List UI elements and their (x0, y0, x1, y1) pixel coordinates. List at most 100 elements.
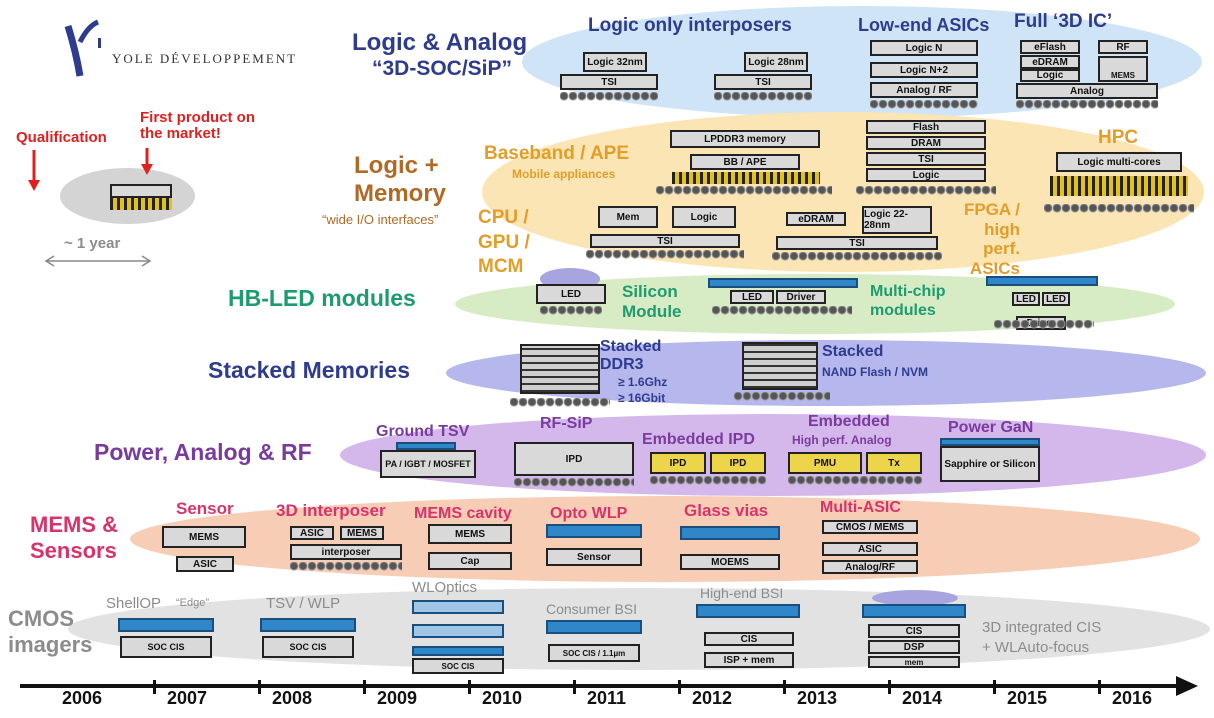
first-product-arrow-icon (141, 148, 153, 175)
power-title: Power, Analog & RF (94, 439, 312, 465)
legend-tsv (110, 198, 172, 210)
logic-memory-subtitle: “wide I/O interfaces” (322, 212, 439, 227)
solder-balls (1044, 204, 1194, 213)
mem-chip: Mem (598, 206, 658, 228)
logic-22-28nm-chip: Logic 22-28nm (862, 206, 932, 234)
year-tick (993, 680, 996, 694)
glass-cover (118, 618, 214, 632)
logic-n2-chip: Logic N+2 (870, 62, 978, 78)
blue-lens (986, 276, 1098, 286)
hpc-label: HPC (1098, 127, 1139, 148)
mem-chip: mem (868, 656, 960, 668)
pmu-chip: PMU (788, 452, 862, 474)
multi-chip-modules-label: Multi-chip modules (870, 283, 946, 320)
solder-balls (560, 92, 658, 101)
embedded-ipd-chip: IPD (710, 452, 766, 474)
mems-chip: MEMS (428, 524, 512, 544)
year-tick (1098, 680, 1101, 694)
multi-asic-label: Multi-ASIC (820, 499, 901, 516)
rf-chip: RF (1098, 40, 1148, 54)
yole-logo-icon (64, 19, 101, 77)
led-chip: LED (730, 290, 774, 304)
mems-chip: MEMS (162, 526, 246, 548)
optics-layer (412, 624, 504, 638)
logic-only-interposers-label: Logic only interposers (588, 15, 792, 36)
gan-layer (940, 438, 1040, 446)
stacked-nand-label: Stacked (822, 343, 884, 360)
sensor-chip: Sensor (546, 548, 642, 566)
nand-flash-label: NAND Flash / NVM (822, 365, 929, 379)
high-end-bsi-label: High-end BSI (700, 585, 784, 601)
interposer-chip: interposer (290, 544, 402, 560)
analog-rf-chip: Analog / RF (870, 82, 978, 98)
edge-label: “Edge” (176, 597, 210, 609)
year-label-2010: 2010 (482, 688, 523, 708)
eflash-chip: eFlash (1020, 40, 1080, 54)
solder-balls (656, 186, 832, 195)
cmos-title: CMOS imagers (8, 606, 93, 658)
fpga-asics-label: FPGA / high perf. ASICs (963, 200, 1020, 278)
ddr3-speed-label: ≥ 1.6Ghz (618, 375, 668, 389)
solder-balls (540, 306, 602, 315)
asic-chip: ASIC (822, 542, 918, 556)
year-tick (153, 680, 156, 694)
mobile-appliances-label: Mobile appliances (512, 167, 616, 181)
bb-ape-chip: BB / APE (690, 154, 800, 170)
logic-analog-title: Logic & Analog (352, 29, 528, 56)
year-label-2011: 2011 (587, 688, 627, 708)
duration-arrow-icon (44, 255, 152, 267)
cis-chip: CIS (868, 624, 960, 638)
tsi-interposer: TSI (714, 74, 812, 90)
asic-chip: ASIC (176, 556, 234, 572)
mems-chip: MEMS (1098, 56, 1148, 82)
glass-cover (862, 604, 966, 618)
full-3d-ic-label: Full ‘3D IC’ (1014, 11, 1113, 32)
analog-chip: Analog (1016, 83, 1158, 99)
led-chip: LED (1012, 292, 1040, 306)
solder-balls (1016, 100, 1158, 109)
solder-balls (734, 392, 830, 401)
power-gan-label: Power GaN (948, 419, 1034, 436)
sensor-label: Sensor (176, 499, 234, 518)
shellop-label: ShellOP (106, 595, 162, 612)
edram-chip: eDRAM (1020, 55, 1080, 69)
lpddr3-memory-chip: LPDDR3 memory (670, 130, 820, 148)
cis-chip: CIS (704, 632, 794, 646)
glass-cover (546, 620, 642, 634)
wloptics-label: WLOptics (412, 579, 478, 596)
year-tick (888, 680, 891, 694)
logic-analog-subtitle: “3D-SOC/SiP” (372, 57, 513, 80)
cap-chip: Cap (428, 552, 512, 570)
blue-lens (708, 278, 858, 288)
tsv-array (1050, 176, 1188, 196)
optics-layer (412, 600, 504, 614)
glass-lid (546, 524, 642, 538)
year-label-2009: 2009 (377, 688, 418, 708)
mems-title: MEMS & Sensors (30, 512, 118, 564)
qualification-arrow-icon (28, 150, 40, 191)
hbled-title: HB-LED modules (228, 285, 416, 311)
glass-vias-label: Glass vias (684, 501, 769, 520)
silicon-module-label: Silicon Module (622, 282, 682, 322)
logic-memory-title: Logic + Memory (354, 152, 447, 207)
glass-cover (412, 646, 504, 656)
led-chip: LED (1042, 292, 1070, 306)
high-perf-analog-label: High perf. Analog (792, 433, 892, 447)
baseband-ape-label: Baseband / APE (484, 143, 630, 164)
logic-chip: Logic (672, 206, 736, 228)
year-tick (363, 680, 366, 694)
year-label-2007: 2007 (167, 688, 208, 708)
opto-wlp-label: Opto WLP (550, 505, 628, 522)
embedded-ipd-chip: IPD (650, 452, 706, 474)
pa-igbt-mosfet-chip: PA / IGBT / MOSFET (380, 450, 476, 478)
year-tick (573, 680, 576, 694)
tsi-interposer: TSI (560, 74, 658, 90)
asic-chip: ASIC (290, 526, 334, 540)
year-label-2013: 2013 (797, 688, 838, 708)
logic-n-chip: Logic N (870, 40, 978, 56)
logic-28nm-chip: Logic 28nm (744, 52, 808, 72)
rf-sip-label: RF-SiP (540, 415, 593, 432)
timeline-arrow-icon (1176, 676, 1198, 696)
ground-plate (396, 442, 456, 450)
solder-balls (514, 478, 634, 487)
